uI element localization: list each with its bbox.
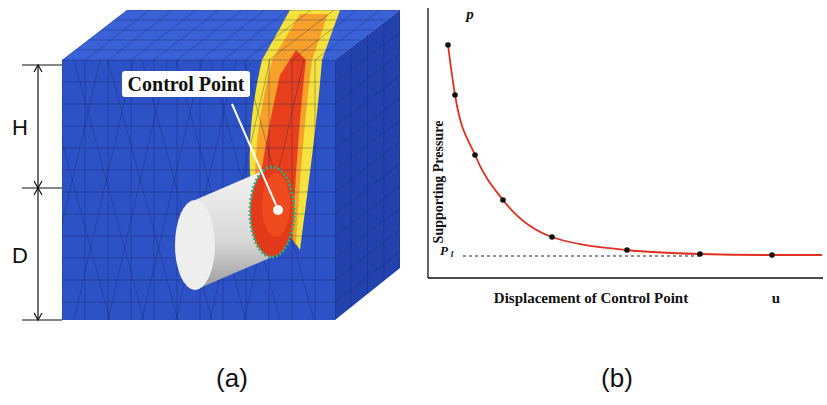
control-point-dot bbox=[273, 205, 283, 215]
fe-model bbox=[40, 10, 403, 324]
dimension-label: D bbox=[12, 245, 28, 267]
tunnel bbox=[175, 167, 294, 290]
limit-pressure-subscript: l bbox=[451, 250, 454, 259]
pressure-chart bbox=[428, 8, 823, 278]
axis-title: Supporting Pressure bbox=[432, 121, 446, 244]
model-side-face bbox=[335, 10, 400, 320]
pressure-curve bbox=[448, 45, 822, 255]
axis-title: Displacement of Control Point bbox=[494, 291, 688, 306]
data-point bbox=[445, 42, 451, 48]
data-point bbox=[452, 92, 458, 98]
panel-label: (a) bbox=[216, 365, 248, 391]
data-point bbox=[624, 247, 630, 253]
data-point bbox=[769, 252, 775, 258]
mesh-lines bbox=[40, 10, 403, 324]
callout-label: Control Point bbox=[122, 71, 251, 97]
y-axis bbox=[427, 8, 428, 278]
limit-pressure-symbol: P bbox=[440, 244, 448, 257]
dimension-lines bbox=[22, 65, 62, 320]
data-point bbox=[500, 197, 506, 203]
data-point bbox=[697, 251, 703, 257]
axis-symbol: p bbox=[466, 7, 474, 22]
x-axis bbox=[428, 277, 823, 278]
axis-symbol: u bbox=[772, 291, 780, 306]
panel-label: (b) bbox=[601, 365, 633, 391]
limit-pressure-line bbox=[463, 256, 700, 257]
dimension-label: H bbox=[12, 117, 28, 139]
data-point bbox=[472, 152, 478, 158]
data-point bbox=[549, 234, 555, 240]
leader-line bbox=[232, 104, 276, 205]
